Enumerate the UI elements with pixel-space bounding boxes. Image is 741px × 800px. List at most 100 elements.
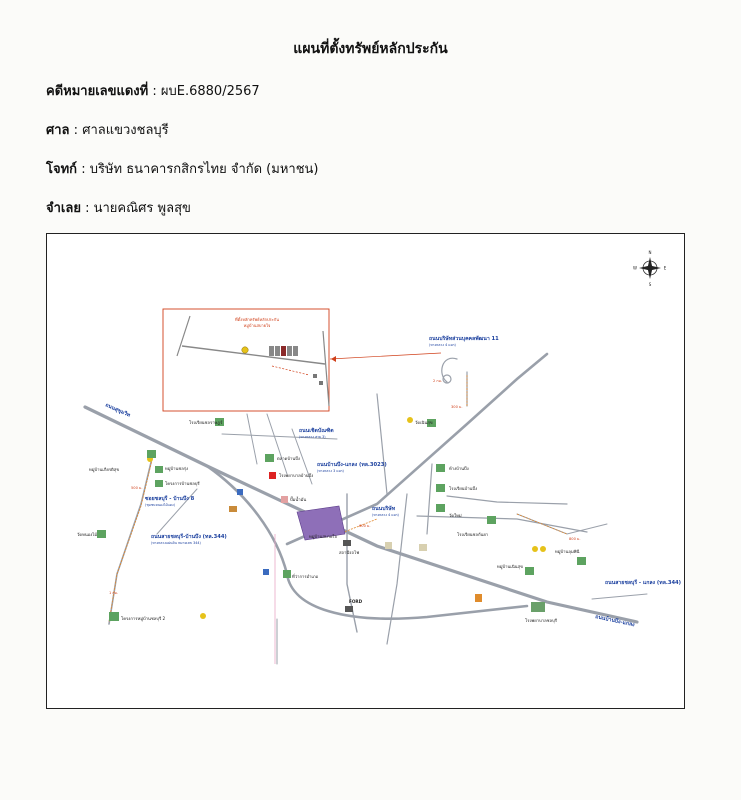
building-icon (229, 506, 237, 512)
distance-routes (108, 374, 568, 623)
building-icon (97, 530, 106, 538)
numbered-marker-icon (407, 417, 413, 423)
cable-car-icon (487, 516, 496, 524)
road-sublabel-a: (ทางหลวง สาย 3) (299, 435, 326, 439)
road-sublabel-g: (ทางหลวง 4 แยก) (429, 343, 457, 347)
defendant-label: จำเลย (46, 201, 81, 216)
inset-marker-icon (241, 346, 249, 354)
numbered-marker-icon (200, 613, 206, 619)
road-label-d: ถนนสายชลบุรี-บ้านบึง (ทล.344) (151, 532, 227, 540)
inset-house-icon (313, 374, 317, 378)
road-label-e: ถนนบริษัท (372, 505, 396, 512)
inset-title: ที่ตั้งหลักทรัพย์หลักประกัน (235, 315, 280, 322)
inset-subtitle: หมู่บ้านสบายใจ (244, 323, 271, 329)
building-icon (419, 544, 427, 551)
place-school-3: โรงเรียนชลกันยา (457, 532, 488, 537)
hospital-icon (269, 472, 276, 479)
place-ford: FORD (349, 599, 363, 604)
place-school-1: โรงเรียนชลราษฎร์ (189, 420, 223, 425)
distance-1: 500 ม. (131, 486, 143, 490)
place-market-1: ตลาดบ้านบึง (277, 456, 300, 461)
building-icon (215, 418, 224, 426)
place-mall-1: ห้างบ้านบึง (449, 466, 469, 471)
map-svg: N S E W ที่ตั้งหลักทรัพย์หลักประกัน หมู่… (77, 250, 681, 665)
distance-5: 800 ม. (569, 537, 581, 541)
subject-label: หมู่บ้านสบายใจ (309, 533, 337, 540)
compass-w: W (633, 266, 637, 271)
road-sublabel-c: (ชุมชนหนองไม้แดง) (145, 503, 176, 508)
hospital-icon (531, 602, 545, 612)
defendant-row: จำเลย : นายคณิศร พูลสุข (46, 201, 191, 216)
place-village-1: หมู่บ้านเกียรติสุข (89, 467, 119, 473)
compass-e: E (664, 266, 667, 271)
building-icon (283, 570, 291, 578)
place-hospital-1: โรงพยาบาลบ้านบึง (279, 473, 313, 478)
place-village-5: หมู่บ้านเนินสุข (497, 564, 523, 570)
place-shop-1: โครงการบ้านชลบุรี (165, 481, 200, 487)
location-map: N S E W ที่ตั้งหลักทรัพย์หลักประกัน หมู่… (46, 233, 685, 709)
place-station: สถานีรถไฟ (339, 549, 359, 555)
road-label-b: ถนนบ้านบึง-แกลง (ทล.3023) (317, 460, 387, 468)
building-icon (109, 612, 119, 621)
place-village-2: หมู่บ้านชลรุ่ง (165, 466, 188, 472)
gas-station-icon (281, 496, 288, 503)
distance-labels: 500 ม. 1 กม. 300 ม. 2 กม. 800 ม. 600 ม. (109, 379, 581, 595)
inset-pointer (329, 352, 442, 360)
train-icon (343, 540, 351, 546)
place-village-3: โครงการหมู่บ้านชลบุรี 2 (121, 616, 166, 622)
distance-2: 1 กม. (109, 591, 118, 595)
roundabout-icon (442, 374, 452, 384)
bus-icon (237, 489, 243, 495)
compass-icon: N S E W (633, 250, 667, 287)
distance-6: 600 ม. (359, 524, 371, 528)
inset-map: ที่ตั้งหลักทรัพย์หลักประกัน หมู่บ้านสบาย… (162, 308, 330, 412)
building-icon (577, 557, 586, 565)
plaintiff-value: บริษัท ธนาคารกสิกรไทย จำกัด (มหาชน) (89, 162, 319, 177)
road-label-g: ถนนบริษัทส่วนบุคคลพัฒนา 11 (429, 335, 499, 342)
distance-4: 2 กม. (433, 379, 442, 383)
road-sublabel-d: (ทางหลวงแผ่นดิน หมายเลข 344) (151, 541, 202, 545)
building-icon (345, 606, 353, 612)
road-sublabel-b: (ทางหลวง 3 แยก) (317, 469, 345, 473)
court-row: ศาล : ศาลแขวงชลบุรี (46, 123, 169, 138)
subject-plot (296, 505, 346, 541)
building-icon (155, 480, 163, 487)
numbered-marker-icon (540, 546, 546, 552)
place-temple-2: วัดเนินสุข (415, 420, 433, 426)
compass-s: S (649, 282, 652, 287)
building-icon (155, 466, 163, 473)
inset-house-icon (319, 381, 323, 385)
place-village-4: หมู่บ้านลุมพินี (555, 549, 579, 555)
place-temple-3: วัดใหม่ (449, 512, 462, 518)
road-labels: ถนนสุขุมวิท ถนนเชิดบัณฑิต (ทางหลวง สาย 3… (104, 335, 681, 628)
building-icon (427, 419, 436, 427)
case-number-label: คดีหมายเลขแดงที่ (46, 84, 149, 99)
place-school-2: โรงเรียนบ้านบึง (449, 486, 477, 491)
bus-icon (263, 569, 269, 575)
case-number-row: คดีหมายเลขแดงที่ : ผบE.6880/2567 (46, 84, 260, 99)
place-markers: โรงเรียนชลราษฎร์ หมู่บ้านเกียรติสุข วัดห… (77, 374, 586, 624)
building-icon (436, 504, 445, 512)
building-icon (385, 542, 392, 549)
road-label-c: ซอยชลบุรี - บ้านบึง 8 (145, 494, 195, 502)
numbered-marker-icon (532, 546, 538, 552)
road-label-f: ถนนสายชลบุรี - แกลง (ทล.344) (605, 579, 681, 586)
building-icon (436, 464, 445, 472)
building-icon (147, 450, 156, 458)
road-label-sukhumvit: ถนนสุขุมวิท (104, 401, 132, 418)
court-value: ศาลแขวงชลบุรี (82, 123, 169, 138)
plaintiff-label: โจทก์ (46, 162, 78, 177)
plaintiff-row: โจทก์ : บริษัท ธนาคารกสิกรไทย จำกัด (มหา… (46, 162, 319, 177)
case-number-value: ผบE.6880/2567 (160, 84, 260, 99)
defendant-value: นายคณิศร พูลสุข (93, 201, 191, 216)
road-sublabel-e: (ทางหลวง 4 แยก) (372, 513, 400, 517)
gas-station-icon (475, 594, 482, 602)
building-icon (525, 567, 534, 575)
page-title: แผนที่ตั้งทรัพย์หลักประกัน (293, 41, 448, 57)
place-temple-1: วัดหนองไม้แดง (77, 531, 105, 537)
place-hospital-2: โรงพยาบาลชลบุรี (525, 618, 558, 624)
court-label: ศาล (46, 123, 70, 138)
distance-3: 300 ม. (451, 405, 463, 409)
place-gas-1: ปั๊มน้ำมัน (290, 496, 306, 502)
compass-n: N (649, 250, 652, 255)
